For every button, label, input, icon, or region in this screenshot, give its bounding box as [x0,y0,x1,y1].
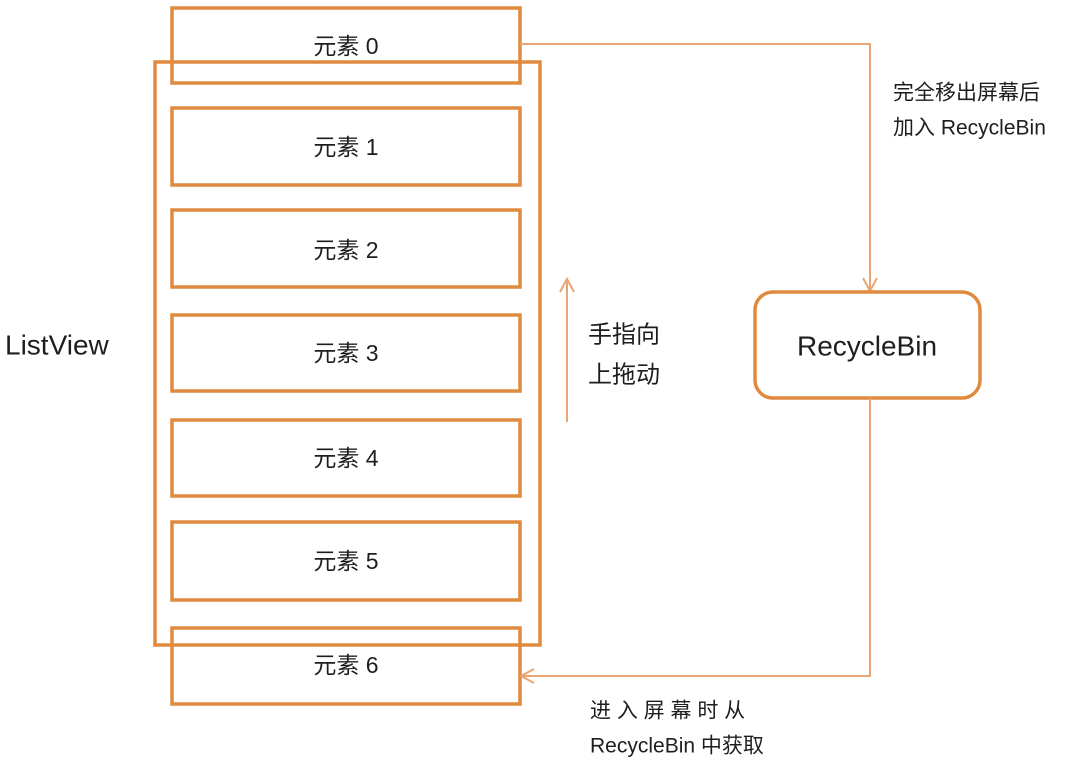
recycle-bin-box [753,290,982,400]
arrow-up-icon [559,276,575,293]
gesture-label-line1: 手指向 [588,322,660,349]
list-item: 元素 0 [170,6,522,85]
listview-frame [153,60,542,647]
enter-annotation-line1: 进 入 屏 幕 时 从 [590,700,745,723]
list-item-box [170,6,522,85]
list-item-label: 元素 0 [313,33,378,59]
enter-annotation-line2: RecycleBin 中获取 [590,735,764,758]
gesture-label-line2: 上拖动 [588,362,660,389]
recycle-bin-label: RecycleBin [797,331,937,362]
list-item-label: 元素 6 [313,652,378,678]
enter-connector-line [522,398,871,677]
list-item-box [170,313,522,393]
exit-annotation-line2: 加入 RecycleBin [893,117,1046,140]
list-item: 元素 5 [170,520,522,602]
recycle-bin: RecycleBin [753,290,982,400]
enter-connector [518,398,871,684]
list-item-box [170,208,522,289]
list-item-box [170,106,522,187]
list-item-label: 元素 1 [313,134,378,160]
list-item-box [170,520,522,602]
list-item: 元素 1 [170,106,522,187]
exit-connector [520,43,878,294]
list-item: 元素 4 [170,418,522,498]
listview-label: ListView [5,330,110,361]
list-item-label: 元素 4 [313,445,378,471]
exit-connector-line [520,43,871,290]
list-item-box [170,418,522,498]
list-item: 元素 6 [170,626,522,706]
list-item-label: 元素 2 [313,237,378,263]
list-item: 元素 3 [170,313,522,393]
arrow-left-icon [518,668,535,684]
list-item-box [170,626,522,706]
list-item-label: 元素 3 [313,340,378,366]
list-item: 元素 2 [170,208,522,289]
exit-annotation-line1: 完全移出屏幕后 [893,82,1040,105]
list-item-label: 元素 5 [313,548,378,574]
swipe-up-arrow [559,276,575,422]
